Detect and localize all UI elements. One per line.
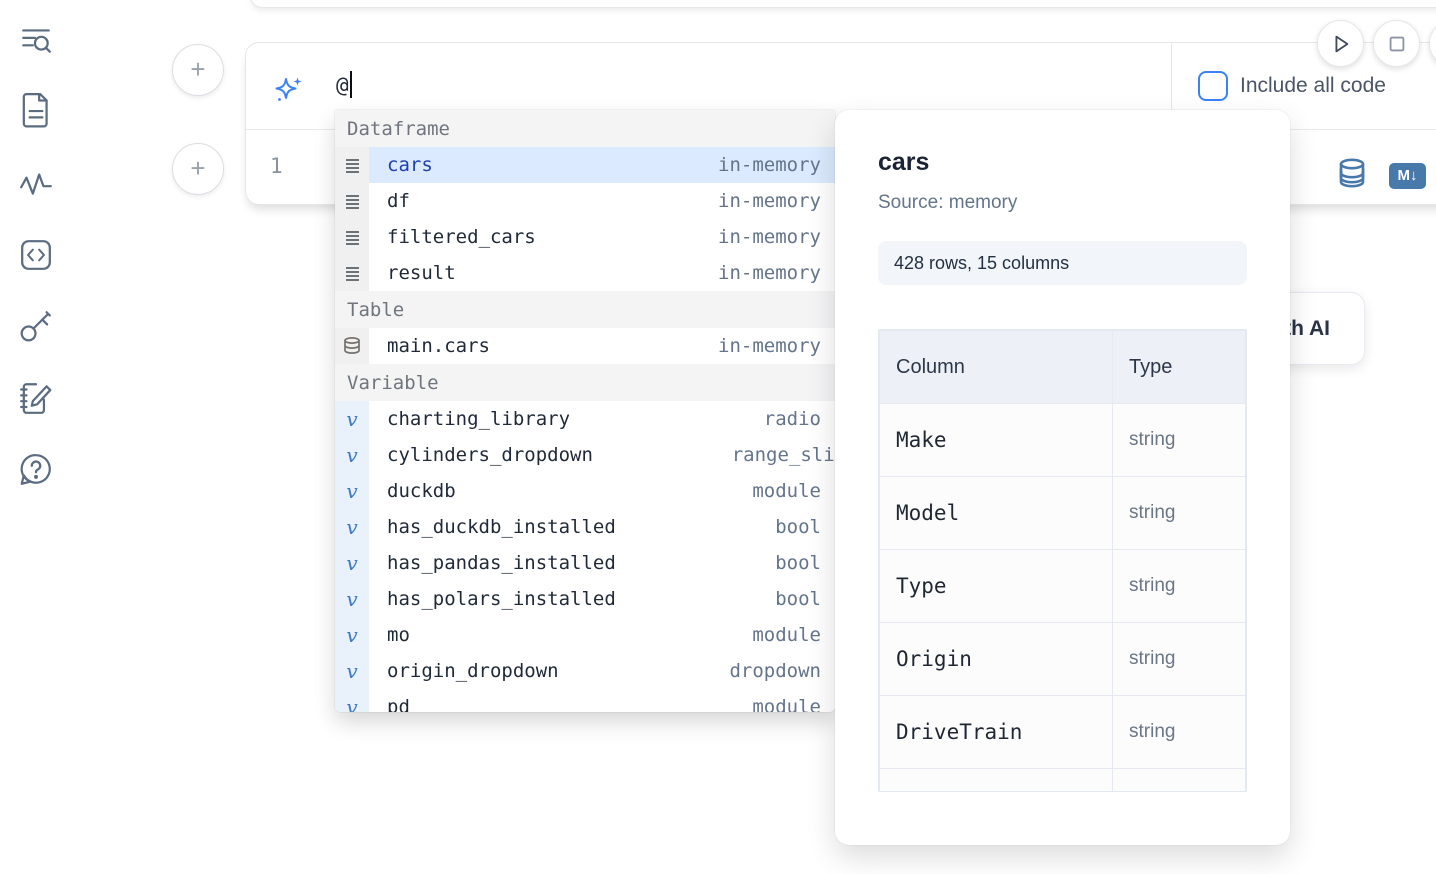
table-row: Origin string	[879, 622, 1246, 696]
completion-item-cylinders-dropdown[interactable]: v cylinders_dropdown range_slider	[335, 437, 835, 473]
completion-item-origin-dropdown[interactable]: v origin_dropdown dropdown	[335, 653, 835, 689]
add-cell-button-top[interactable]: +	[172, 44, 224, 96]
completion-item-main-cars[interactable]: main.cars in-memory	[335, 328, 835, 364]
help-chat-icon[interactable]	[16, 450, 56, 490]
variable-icon: v	[335, 689, 369, 712]
dataframe-rows-icon	[335, 219, 369, 255]
panel-title: cars	[878, 148, 930, 176]
table-row: DriveTrain string	[879, 695, 1246, 769]
prompt-value: @	[336, 71, 352, 98]
play-icon	[1335, 35, 1348, 52]
stop-cell-button[interactable]	[1373, 20, 1420, 67]
file-text-icon[interactable]	[16, 90, 56, 130]
include-all-code-checkbox[interactable]	[1198, 71, 1228, 101]
completion-section-header: Dataframe	[335, 110, 835, 147]
run-cell-button[interactable]	[1317, 20, 1364, 67]
database-icon[interactable]	[1336, 157, 1368, 194]
completion-section-header: Table	[335, 291, 835, 328]
dataframe-rows-icon	[335, 183, 369, 219]
completion-section-header: Variable	[335, 364, 835, 401]
completion-dropdown: Dataframe cars in-memory df in-memory fi…	[335, 110, 835, 712]
completion-item-df[interactable]: df in-memory	[335, 183, 835, 219]
markdown-convert-icon[interactable]: M↓	[1389, 163, 1426, 189]
dataframe-detail-panel: cars Source: memory 428 rows, 15 columns…	[835, 110, 1290, 845]
variable-icon: v	[335, 653, 369, 689]
table-row	[879, 768, 1246, 791]
completion-item-has-pandas-installed[interactable]: v has_pandas_installed bool	[335, 545, 835, 581]
completion-item-result[interactable]: result in-memory	[335, 255, 835, 291]
variable-icon: v	[335, 617, 369, 653]
table-row: Make string	[879, 403, 1246, 477]
variable-icon: v	[335, 401, 369, 437]
completion-item-mo[interactable]: v mo module	[335, 617, 835, 653]
variable-icon: v	[335, 581, 369, 617]
completion-item-pd[interactable]: v pd module	[335, 689, 835, 712]
previous-cell-edge	[250, 0, 1436, 8]
schema-header-column: Column	[879, 330, 1113, 404]
schema-table: Column Type Make string Model string Typ…	[878, 329, 1247, 792]
dataframe-rows-icon	[335, 255, 369, 291]
sparkle-ai-icon	[272, 74, 306, 113]
dataframe-rows-icon	[335, 147, 369, 183]
divider	[1171, 43, 1172, 129]
completion-item-filtered-cars[interactable]: filtered_cars in-memory	[335, 219, 835, 255]
notebook-edit-icon[interactable]	[16, 378, 56, 418]
line-number: 1	[270, 154, 283, 178]
completion-item-has-polars-installed[interactable]: v has_polars_installed bool	[335, 581, 835, 617]
completion-item-has-duckdb-installed[interactable]: v has_duckdb_installed bool	[335, 509, 835, 545]
table-row: Type string	[879, 549, 1246, 623]
completion-item-cars[interactable]: cars in-memory	[335, 147, 835, 183]
schema-header-row: Column Type	[879, 330, 1246, 404]
activity-icon[interactable]	[16, 163, 56, 203]
add-cell-button-bottom[interactable]: +	[172, 143, 224, 195]
variable-icon: v	[335, 545, 369, 581]
include-all-code-label: Include all code	[1240, 74, 1386, 97]
list-search-icon[interactable]	[16, 20, 56, 60]
code-snippet-icon[interactable]	[16, 235, 56, 275]
shape-badge: 428 rows, 15 columns	[878, 241, 1247, 285]
schema-header-type: Type	[1112, 330, 1246, 404]
panel-source: Source: memory	[878, 192, 1018, 213]
completion-item-charting-library[interactable]: v charting_library radio	[335, 401, 835, 437]
ai-prompt-input[interactable]: @	[246, 43, 1171, 129]
text-caret	[349, 71, 352, 98]
table-row: Model string	[879, 476, 1246, 550]
variable-icon: v	[335, 437, 369, 473]
stop-icon	[1389, 36, 1404, 51]
variable-icon: v	[335, 473, 369, 509]
key-icon[interactable]	[16, 306, 56, 346]
completion-item-duckdb[interactable]: v duckdb module	[335, 473, 835, 509]
variable-icon: v	[335, 509, 369, 545]
table-database-icon	[335, 328, 369, 364]
